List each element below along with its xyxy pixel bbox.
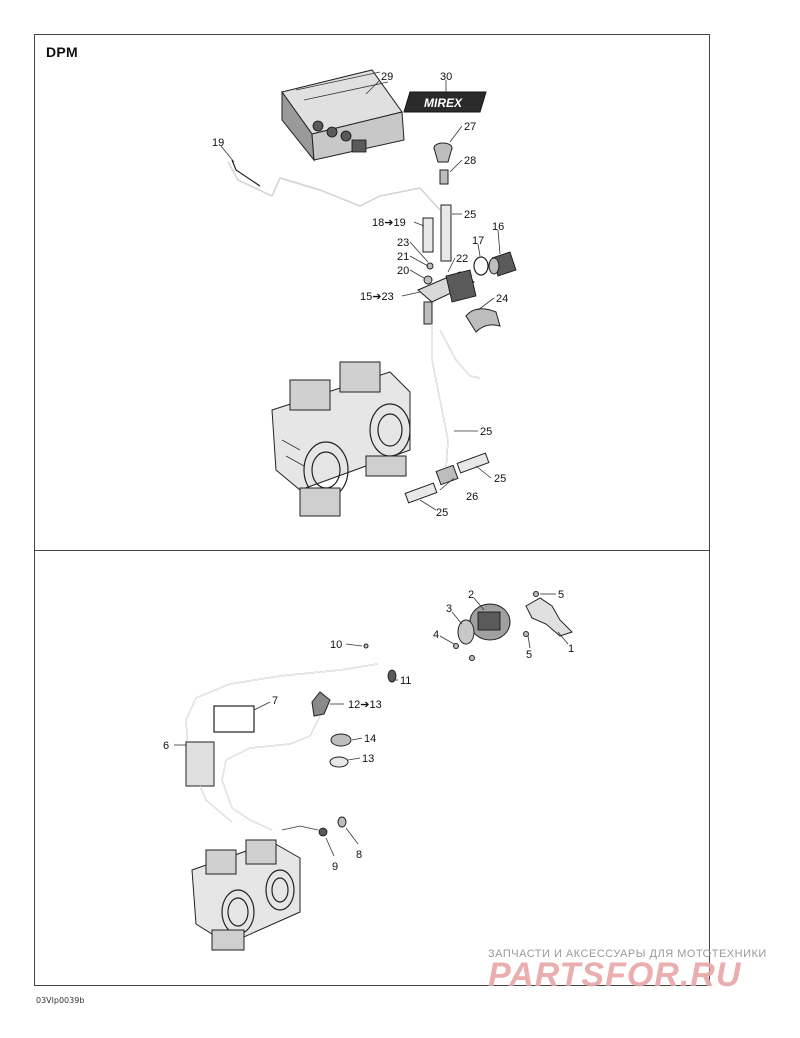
leader-lines-bottom	[174, 593, 569, 857]
callout-23: 23	[397, 237, 409, 249]
cable-end-part	[311, 691, 331, 717]
callout-19: 19	[212, 137, 224, 149]
junction-block-part	[185, 741, 215, 787]
callout-25-right: 25	[494, 473, 506, 485]
callout-21: 21	[397, 251, 409, 263]
callout-11: 11	[400, 675, 411, 687]
tee-fitting-part	[404, 452, 490, 504]
section-title: DPM	[46, 44, 79, 60]
callout-6: 6	[163, 740, 169, 752]
leader-lines-top	[220, 79, 501, 511]
callout-17: 17	[472, 235, 484, 247]
callout-10: 10	[330, 639, 342, 651]
throttle-lever-part	[525, 597, 573, 637]
callout-27: 27	[464, 121, 476, 133]
solenoid-assembly-part	[417, 262, 477, 325]
callout-5-bottom: 5	[526, 649, 532, 661]
bolt-part	[337, 816, 347, 828]
screw-part	[533, 591, 539, 597]
callout-3: 3	[446, 603, 452, 615]
decal-text: MIREX	[424, 96, 463, 110]
throttle-housing-part	[457, 603, 511, 645]
callout-12-13: 12➔13	[348, 699, 382, 711]
o-ring-part	[473, 256, 489, 276]
diagram-frame	[34, 34, 710, 986]
callout-25-bottom: 25	[436, 507, 448, 519]
watermark-tagline: ЗАПЧАСТИ И АКСЕССУАРЫ ДЛЯ МОТОТЕХНИКИ	[488, 948, 767, 960]
hose-upper-part	[440, 204, 452, 262]
callout-13: 13	[362, 753, 374, 765]
sensor-part	[488, 251, 517, 277]
callout-22: 22	[456, 253, 468, 265]
nut-part	[330, 733, 352, 747]
connector-part	[439, 169, 449, 185]
callout-14: 14	[364, 733, 376, 745]
callout-26: 26	[466, 491, 478, 503]
callout-5-top: 5	[558, 589, 564, 601]
callout-30: 30	[440, 71, 452, 83]
callout-29: 29	[381, 71, 393, 83]
decal-part: MIREX	[403, 91, 487, 113]
callout-15-23: 15➔23	[360, 291, 394, 303]
carburetor-top-part	[271, 361, 411, 517]
callout-18-19: 18➔19	[372, 217, 406, 229]
callout-28: 28	[464, 155, 476, 167]
callout-1: 1	[568, 643, 574, 655]
callout-24: 24	[496, 293, 508, 305]
callout-4: 4	[433, 629, 439, 641]
callout-2: 2	[468, 589, 474, 601]
callout-7: 7	[272, 695, 278, 707]
section-divider	[34, 550, 710, 551]
wire-harness-part	[227, 159, 441, 211]
carburetor-bottom-part	[191, 839, 301, 951]
bracket-part	[465, 308, 501, 333]
watermark-logo: PARTSFOR.RU	[488, 956, 742, 994]
callout-25-mid: 25	[480, 426, 492, 438]
cap-part	[433, 142, 453, 163]
callout-8: 8	[356, 849, 362, 861]
drawing-code: 03Vlp0039b	[36, 996, 85, 1005]
hose-short-part	[422, 217, 434, 253]
callout-20: 20	[397, 265, 409, 277]
callout-9: 9	[332, 861, 338, 873]
callout-16: 16	[492, 221, 504, 233]
module-box-part	[281, 69, 405, 162]
label-part	[213, 705, 255, 733]
callout-25-upper: 25	[464, 209, 476, 221]
